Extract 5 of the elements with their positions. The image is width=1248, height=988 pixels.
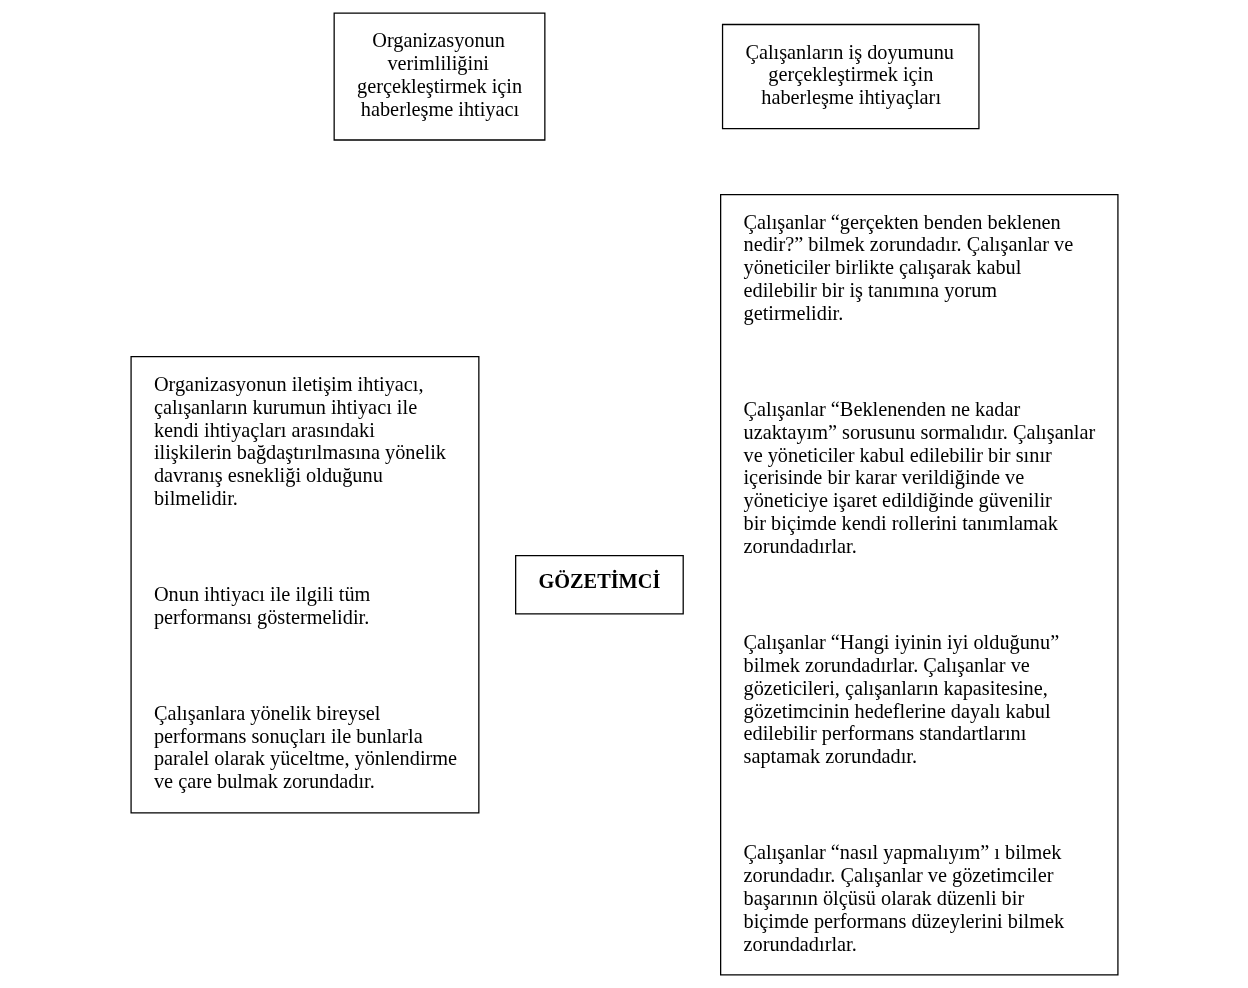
node-box: Çalışanların iş doyumunu gerçekleştirmek için haberleşme ihtiyaçları	[721, 23, 980, 130]
node-box: GÖZETİMCİ	[514, 554, 684, 615]
node-box: Organizasyonun verimliliğini gerçekleştirmek için haberleşme ihtiyacı	[333, 12, 545, 141]
node-box: Organizasyonun iletişim ihtiyacı, çalışanların kurumun ihtiyacı ile kendi ihtiyaçları arasındaki ilişkilerin bağdaştırılmasına yönelik davranış esnekliği olduğunu bilmelidir. Onun ihtiyacı ile ilgili tüm performansı göstermelidir. Çalışanlara yönelik bireysel performans sonuçları ile bunlarla paralel olarak yüceltme, yönlendirme ve çare bulmak zorundadır.	[129, 356, 479, 814]
node-box: Çalışanlar “gerçekten benden beklenen nedir?” bilmek zorundadır. Çalışanlar ve yöneticiler birlikte çalışarak kabul edilebilir bir iş tanımına yorum getirmelidir. Çalışanlar “Beklenenden ne kadar uzaktayım” sorusunu sormalıdır. Çalışanlar ve yöneticiler kabul edilebilir bir sınır içerisinde bir karar verildiğinde ve yöneticiye işaret edildiğinde güvenilir bir biçimde kendi rollerini tanımlamak zorundadırlar. Çalışanlar “Hangi iyinin iyi olduğunu” bilmek zorundadırlar. Çalışanlar ve gözeticileri, çalışanların kapasitesine, gözetimcinin hedeflerine dayalı kabul edilebilir performans standartlarını saptamak zorundadır. Çalışanlar “nasıl yapmalıyım” ı bilmek zorundadır. Çalışanlar ve gözetimciler başarının ölçüsü olarak düzenli bir biçimde performans düzeylerini bilmek zorundadırlar.	[719, 194, 1119, 976]
